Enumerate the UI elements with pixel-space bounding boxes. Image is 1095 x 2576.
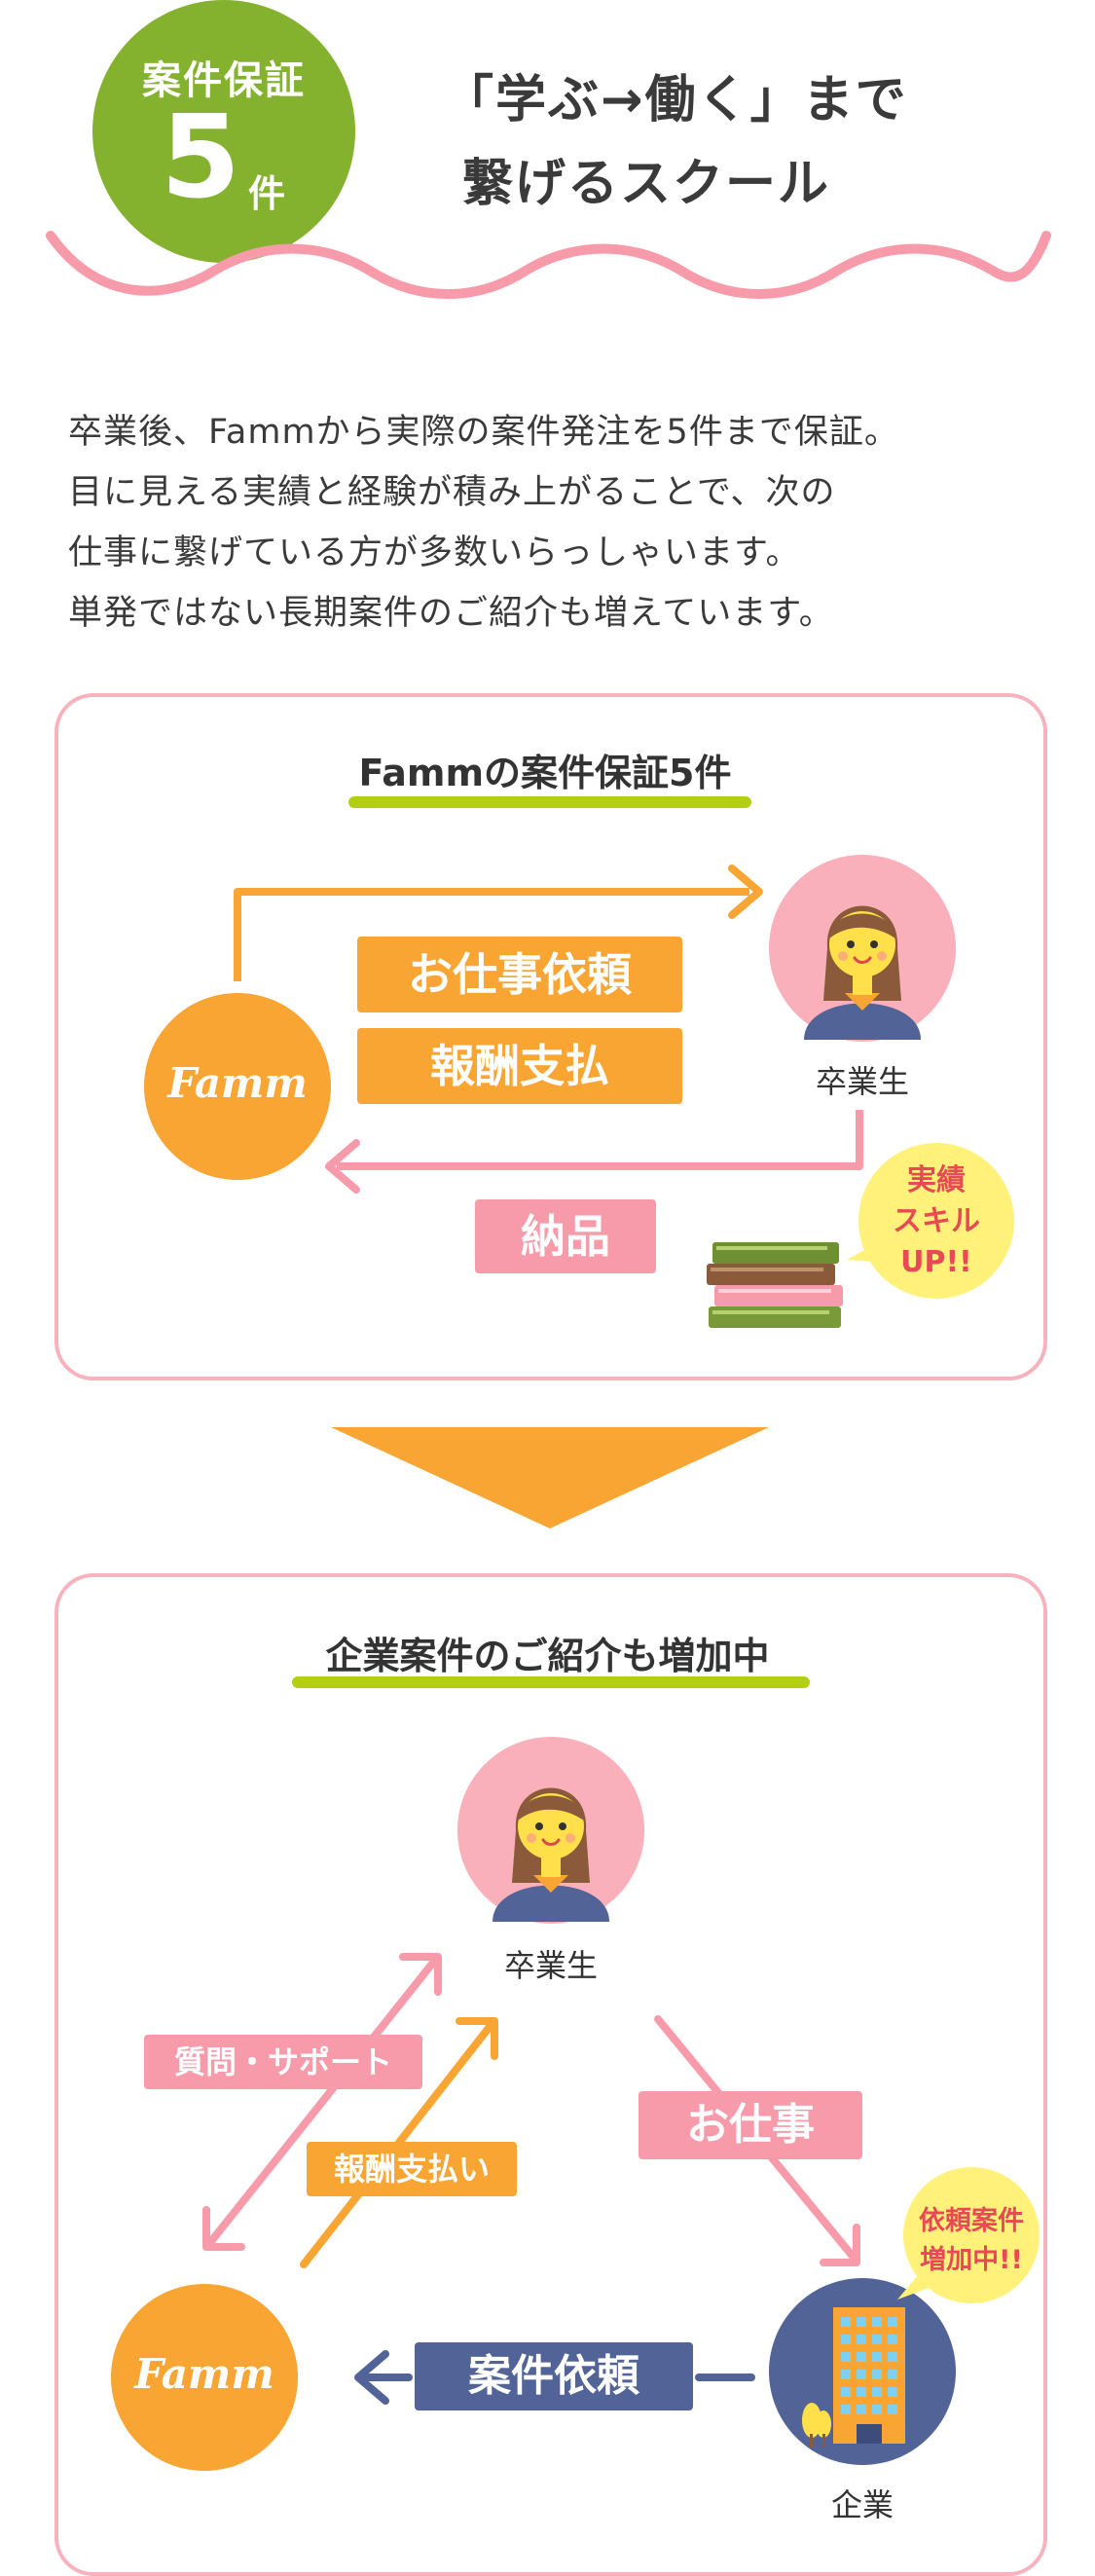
payment-label: 報酬支払 <box>357 1028 682 1104</box>
speech-bubble <box>897 2167 1040 2303</box>
bubble-line: 増加中!! <box>920 2245 1023 2275</box>
famm-logo-circle: Famm <box>144 993 331 1180</box>
famm-logo-circle: Famm <box>111 2284 298 2471</box>
down-arrow-icon <box>331 1427 769 1528</box>
wavy-divider <box>46 231 1051 299</box>
question-support-label: 質問・サポート <box>144 2035 422 2089</box>
increase-bubble-text: 依頼案件 増加中!! <box>894 2202 1049 2280</box>
graduate-avatar <box>769 855 956 1042</box>
delivery-label: 納品 <box>475 1199 656 1273</box>
intro-line: 目に見える実績と経験が積み上がることで、次の <box>68 473 836 512</box>
badge-unit: 件 <box>248 172 286 215</box>
intro-line: 卒業後、Fammから実際の案件発注を5件まで保証。 <box>68 413 899 452</box>
badge-title: 案件保証 <box>142 58 306 103</box>
graduate-avatar <box>457 1737 644 1924</box>
badge-number: 5 <box>161 90 241 224</box>
work-label: お仕事 <box>639 2091 862 2159</box>
work-request-label: お仕事依頼 <box>357 937 682 1012</box>
reward-payment-label: 報酬支払い <box>307 2142 517 2196</box>
panel1-title-underline <box>348 796 751 808</box>
panel1-title: Fammの案件保証5件 <box>358 752 732 794</box>
headline-line1: 「学ぶ→働く」まで <box>443 71 908 129</box>
panel1-arrows <box>234 865 863 1194</box>
company-building-icon <box>769 2278 956 2465</box>
bubble-line: 依頼案件 <box>919 2206 1024 2236</box>
famm-logo: Famm <box>167 1059 308 1107</box>
intro-text: 卒業後、Fammから実際の案件発注を5件まで保証。 目に見える実績と経験が積み上… <box>68 402 1041 644</box>
intro-line: 仕事に繋げている方が多数いらっしゃいます。 <box>68 534 801 572</box>
graduate-label: 卒業生 <box>503 1947 598 1984</box>
headline-line2: 繋げるスクール <box>462 155 831 213</box>
skill-up-bubble-text: 実績 スキル UP!! <box>858 1160 1014 1283</box>
speech-bubble <box>847 1143 1014 1299</box>
company-label: 企業 <box>830 2486 894 2523</box>
panel2-title: 企業案件のご紹介も増加中 <box>325 1635 770 1677</box>
famm-logo: Famm <box>134 2350 274 2398</box>
intro-line: 単発ではない長期案件のご紹介も増えています。 <box>68 594 834 633</box>
bubble-line: 実績 <box>907 1163 966 1197</box>
bubble-line: スキル <box>893 1204 980 1238</box>
panel2-title-underline <box>292 1676 810 1688</box>
graduate-label: 卒業生 <box>815 1063 909 1100</box>
case-request-label: 案件依頼 <box>415 2342 693 2410</box>
guarantee-badge: 案件保証 5 件 <box>92 0 355 263</box>
bubble-line: UP!! <box>900 1245 972 1279</box>
books-icon <box>707 1242 843 1328</box>
headline: 「学ぶ→働く」まで 繋げるスクール <box>443 58 988 226</box>
